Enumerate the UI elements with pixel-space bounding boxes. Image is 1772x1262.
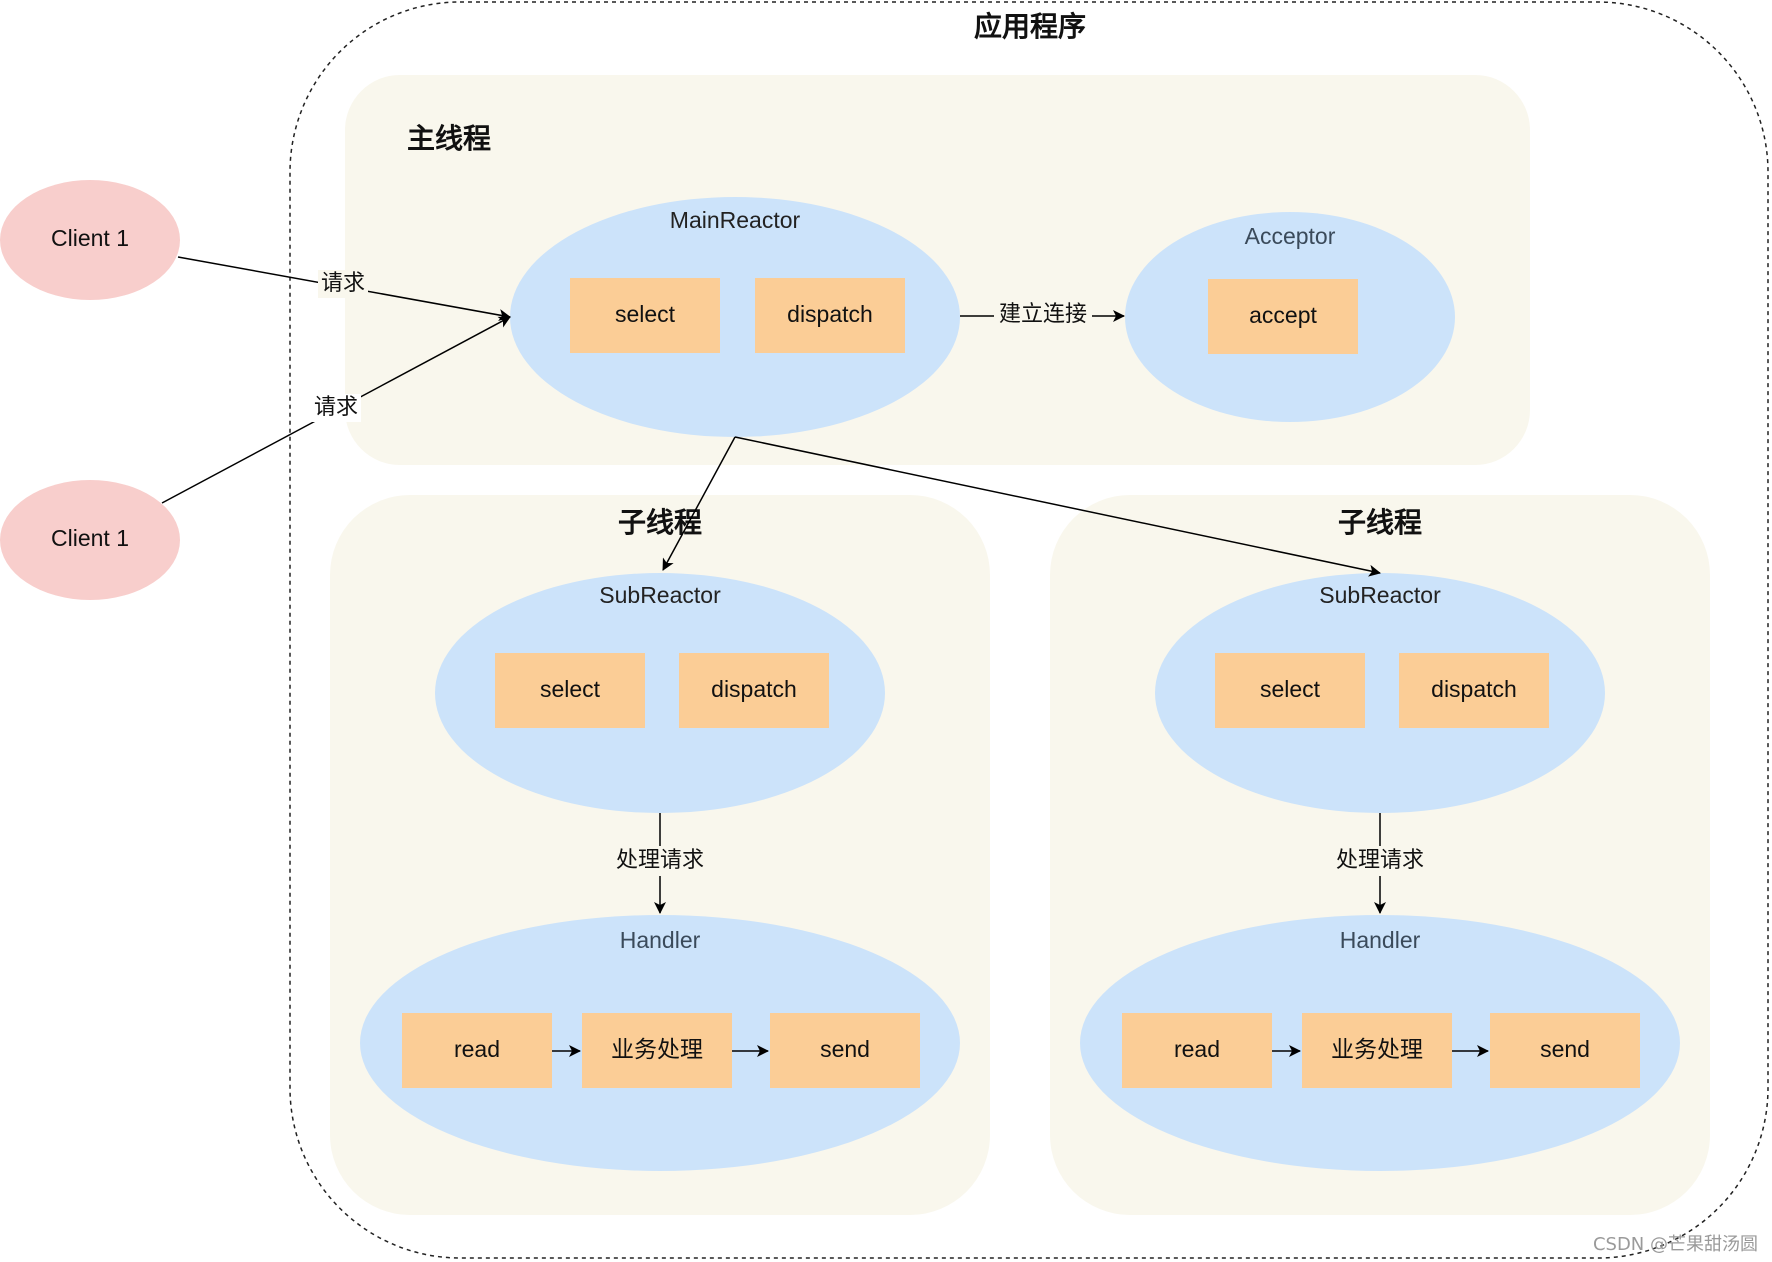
edge-main-reactor-to-sub-left <box>662 436 736 571</box>
client-label-1: Client 1 <box>51 225 129 251</box>
sub-reactor-right-title: SubReactor <box>1319 582 1441 608</box>
handler-left-send-label: send <box>820 1036 870 1062</box>
edge-label-bg-request-2 <box>311 394 361 422</box>
sub-reactor-right-node <box>1155 573 1605 813</box>
main-reactor-title: MainReactor <box>670 207 801 233</box>
sub-reactor-right-select-label: select <box>1260 676 1321 702</box>
edge-label-bg-establish <box>994 301 1092 331</box>
client-node-2 <box>0 480 180 600</box>
acceptor-accept-label: accept <box>1249 302 1317 328</box>
sub-thread-title-right: 子线程 <box>1338 506 1422 539</box>
sub-reactor-left-dispatch-label: dispatch <box>711 676 797 702</box>
edge-label-establish-connection: 建立连接 <box>999 302 1087 327</box>
handler-left-business-box <box>582 1013 732 1088</box>
edge-label-bg-handle-left <box>610 846 710 876</box>
edge-label-handle-request-right: 处理请求 <box>1336 848 1424 873</box>
sub-reactor-right-select-box <box>1215 653 1365 728</box>
main-reactor-select-box <box>570 278 720 353</box>
main-reactor-node <box>510 197 960 437</box>
sub-reactor-left-node <box>435 573 885 813</box>
handler-left-send-box <box>770 1013 920 1088</box>
client-node-1 <box>0 180 180 300</box>
client-label-2: Client 1 <box>51 525 129 551</box>
handler-right-send-label: send <box>1540 1036 1590 1062</box>
sub-reactor-right-dispatch-box <box>1399 653 1549 728</box>
sub-reactor-right-dispatch-label: dispatch <box>1431 676 1517 702</box>
handler-right-read-label: read <box>1174 1036 1220 1062</box>
handler-right-title: Handler <box>1340 927 1421 953</box>
edge-main-reactor-to-sub-right <box>734 436 1381 577</box>
main-reactor-select-label: select <box>615 301 676 327</box>
application-title: 应用程序 <box>974 10 1086 43</box>
handler-left-title: Handler <box>620 927 701 953</box>
acceptor-title: Acceptor <box>1245 223 1336 249</box>
application-container <box>289 1 1769 1259</box>
edge-label-request-1: 请求 <box>321 271 365 296</box>
main-reactor-dispatch-label: dispatch <box>787 301 873 327</box>
handler-right-read-box <box>1122 1013 1272 1088</box>
main-reactor-dispatch-box <box>755 278 905 353</box>
sub-reactor-left-select-label: select <box>540 676 601 702</box>
sub-reactor-left-title: SubReactor <box>599 582 721 608</box>
handler-right-business-box <box>1302 1013 1452 1088</box>
edge-label-request-2: 请求 <box>314 395 358 420</box>
edge-label-bg-handle-right <box>1330 846 1430 876</box>
main-thread-title: 主线程 <box>407 122 491 155</box>
edge-label-handle-request-left: 处理请求 <box>616 848 704 873</box>
handler-left-read-box <box>402 1013 552 1088</box>
handler-left-read-label: read <box>454 1036 500 1062</box>
sub-reactor-left-select-box <box>495 653 645 728</box>
handler-right-business-label: 业务处理 <box>1331 1036 1423 1062</box>
edge-label-bg-request-1 <box>318 270 368 298</box>
watermark-text: CSDN @芒果甜汤圆 <box>1593 1234 1758 1255</box>
handler-left-business-label: 业务处理 <box>611 1036 703 1062</box>
handler-right-send-box <box>1490 1013 1640 1088</box>
acceptor-accept-box <box>1208 279 1358 354</box>
sub-reactor-left-dispatch-box <box>679 653 829 728</box>
